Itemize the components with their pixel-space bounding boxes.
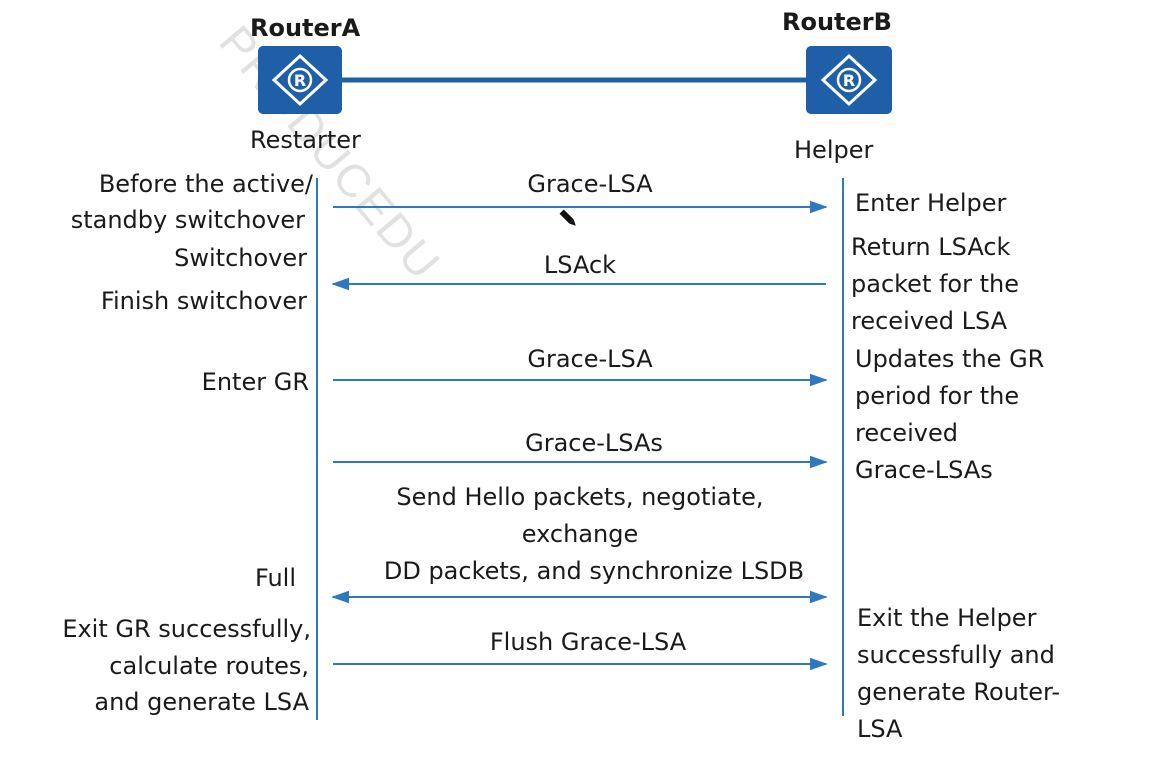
router-a-name: RouterA [250, 14, 361, 42]
right-label-exit-4: LSA [857, 715, 903, 743]
router-b-name: RouterB [782, 8, 892, 36]
router-icon: R [806, 46, 892, 114]
message-grace-lsa-1: Grace-LSA [527, 170, 653, 198]
right-label-updates-3: received [855, 419, 958, 447]
message-sync-1: Send Hello packets, negotiate, [396, 483, 764, 511]
left-label-exit-1: Exit GR successfully, [62, 615, 311, 643]
right-label-updates-1: Updates the GR [855, 345, 1045, 373]
message-flush-grace-lsa: Flush Grace-LSA [489, 628, 687, 656]
right-label-return-3: received LSA [851, 307, 1008, 335]
left-label-exit-2: calculate routes, [109, 652, 309, 680]
message-sync-3: DD packets, and synchronize LSDB [383, 557, 805, 585]
right-label-return-1: Return LSAck [851, 233, 1011, 261]
left-label-exit-3: and generate LSA [94, 688, 309, 716]
left-label-switchover: Switchover [174, 244, 307, 272]
right-label-return-2: packet for the [851, 270, 1019, 298]
svg-text:R: R [843, 71, 855, 90]
right-label-exit-3: generate Router- [857, 678, 1061, 706]
left-label-before-2: standby switchover [70, 206, 305, 234]
router-icon: R [258, 46, 342, 114]
left-label-full: Full [254, 564, 296, 592]
right-label-updates-2: period for the [855, 382, 1020, 410]
right-label-exit-2: successfully and [857, 641, 1055, 669]
left-label-enter-gr: Enter GR [201, 368, 309, 396]
message-grace-lsa-2: Grace-LSA [527, 345, 653, 373]
restarter-label: Restarter [250, 126, 361, 154]
right-label-exit-1: Exit the Helper [857, 604, 1037, 632]
pencil-icon [559, 209, 576, 226]
svg-text:R: R [294, 71, 306, 90]
helper-label: Helper [794, 136, 874, 164]
right-label-updates-4: Grace-LSAs [855, 456, 993, 484]
left-label-finish: Finish switchover [100, 287, 307, 315]
left-label-before-1: Before the active/ [98, 170, 313, 198]
message-sync-2: exchange [521, 520, 639, 548]
right-label-enter-helper: Enter Helper [855, 189, 1007, 217]
message-grace-lsas: Grace-LSAs [525, 429, 663, 457]
message-lsack: LSAck [543, 251, 617, 279]
